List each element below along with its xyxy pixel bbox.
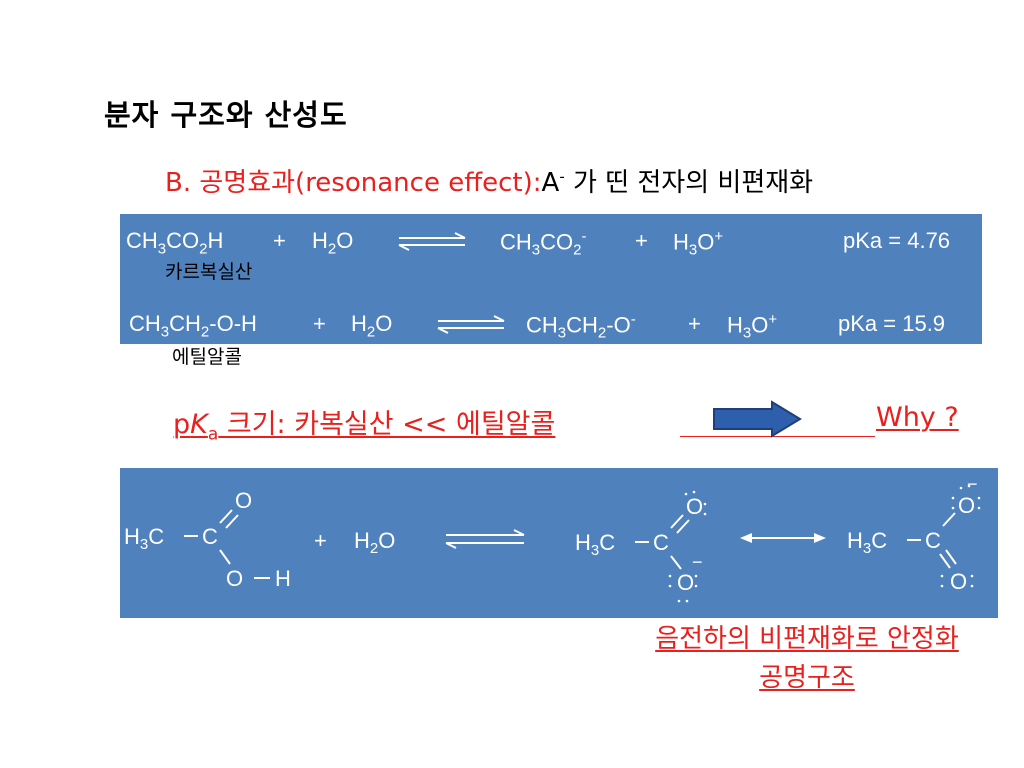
water-formula: H2O xyxy=(351,311,393,341)
plus-sign: + xyxy=(313,311,326,336)
acid-carbonyl-oxygen: O xyxy=(235,488,252,513)
label-ethanol: 에틸알콜 xyxy=(172,346,242,368)
acid-hydroxyl-oxygen: O xyxy=(226,566,243,591)
caption-resonance-structure: 공명구조 xyxy=(759,663,855,693)
acetic-acid-formula: CH3CO2H xyxy=(126,228,224,258)
pka-ethanol: pKa = 15.9 xyxy=(838,311,946,336)
plus-sign: + xyxy=(273,228,286,253)
acetate1-methyl: H3C xyxy=(575,530,615,559)
acid-methyl: H3C xyxy=(124,524,164,553)
acetate1-double-oxygen: O xyxy=(686,494,703,519)
equilibrium-arrow-icon xyxy=(437,315,505,334)
ethanol-formula: CH3CH2-O-H xyxy=(129,311,257,341)
acetate1-carbon: C xyxy=(653,530,669,555)
reaction-equations-box xyxy=(120,214,982,344)
resonance-structures-box xyxy=(120,468,998,618)
plus-sign: + xyxy=(688,311,701,336)
pka-comparison: pKa 크기: 카복실산 << 에틸알콜 xyxy=(173,409,556,445)
acetate-formula: CH3CO2- xyxy=(500,228,587,259)
resonance-diagram: H3C C O O H + H2O H3C C O O − xyxy=(124,474,981,603)
right-arrow-icon xyxy=(713,400,802,438)
hydronium-formula: H3O+ xyxy=(673,228,724,259)
subtitle-resonance-label: B. 공명효과(resonance effect): xyxy=(165,168,542,198)
why-question: Why ? xyxy=(876,402,959,433)
plus-sign: + xyxy=(635,228,648,253)
acetate1-anion-oxygen: O xyxy=(677,570,694,595)
equilibrium-arrow-icon xyxy=(398,232,466,251)
subtitle-anion-charge: - xyxy=(559,167,565,186)
acetate2-carbon: C xyxy=(925,528,941,553)
subtitle: B. 공명효과(resonance effect):A- 가 띤 전자의 비편재… xyxy=(165,162,813,199)
ethoxide-formula: CH3CH2-O- xyxy=(526,311,636,342)
pka-acetic-acid: pKa = 4.76 xyxy=(843,228,951,253)
hydronium-formula: H3O+ xyxy=(727,311,778,342)
acid-hydroxyl-hydrogen: H xyxy=(275,566,291,591)
subtitle-description: 가 띤 전자의 비편재화 xyxy=(564,168,814,198)
acid-carbon: C xyxy=(202,524,218,549)
acetate2-double-oxygen: O xyxy=(950,569,967,594)
subtitle-anion: A xyxy=(541,168,560,198)
slide-title: 분자 구조와 산성도 xyxy=(104,98,348,132)
acetate2-methyl: H3C xyxy=(847,528,887,557)
negative-charge: − xyxy=(967,474,978,494)
water-formula: H2O xyxy=(312,228,354,258)
plus-sign: + xyxy=(314,528,327,553)
acetate2-anion-oxygen: O xyxy=(958,493,975,518)
negative-charge: − xyxy=(692,552,703,572)
water-formula: H2O xyxy=(354,528,395,557)
comparison-underline xyxy=(680,436,875,437)
label-carboxylic-acid: 카르복실산 xyxy=(165,261,253,283)
caption-stabilization: 음전하의 비편재화로 안정화 xyxy=(655,624,959,654)
